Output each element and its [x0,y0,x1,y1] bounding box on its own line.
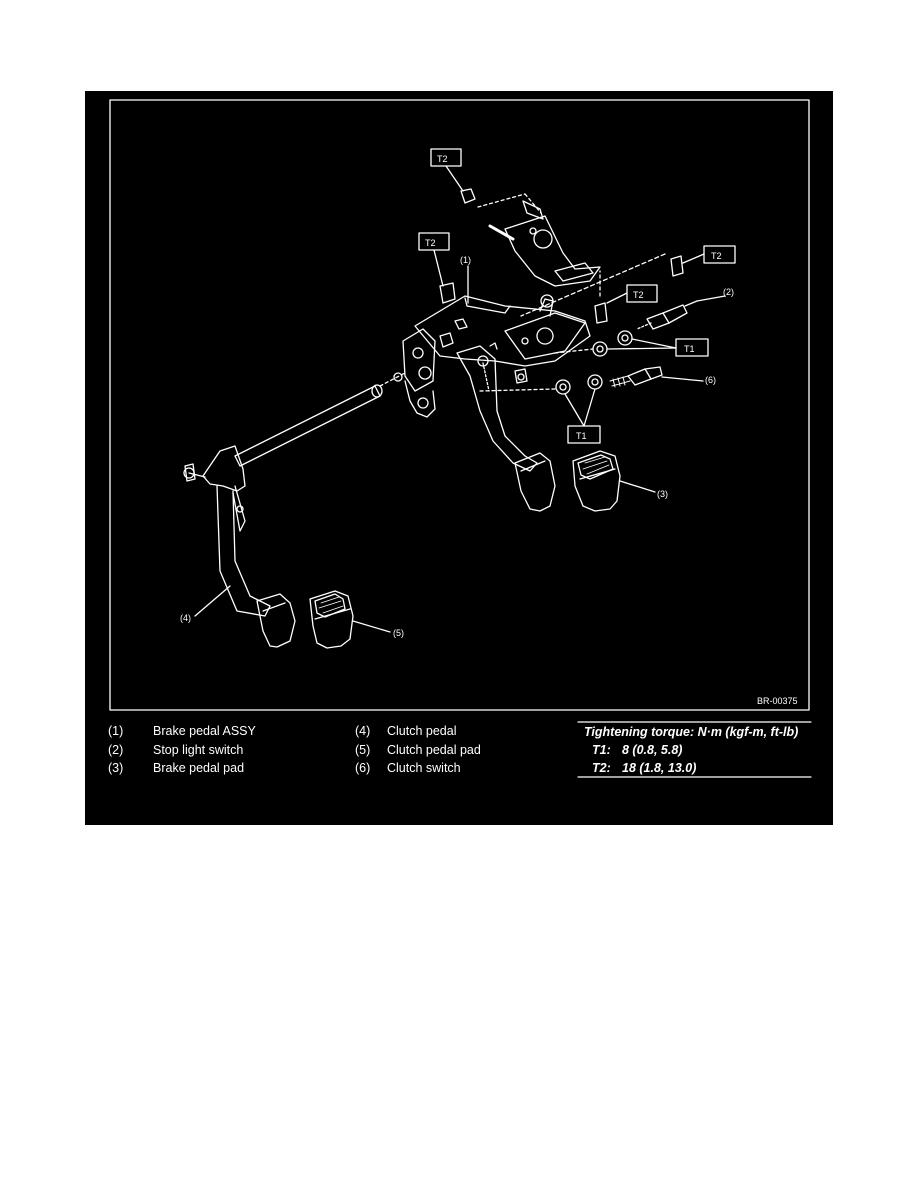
exploded-view-drawing: (1) (2) (3) (4) (5) (6) T2 T2 T2 T2 T1 T… [109,99,812,778]
legend-num-2: (2) [108,743,124,757]
callout-5: (5) [393,628,404,638]
t2-nuts [439,188,684,324]
clutch-pedal-pad [309,590,354,649]
t2-tag-mid-label: T2 [633,290,644,300]
callout-leaders [194,265,726,633]
torque-key-t2: T2: [592,761,611,775]
legend-label-5: Clutch pedal pad [387,743,481,757]
legend-num-5: (5) [355,743,371,757]
callout-1: (1) [460,255,471,265]
legend-label-3: Brake pedal pad [153,761,245,775]
callout-6: (6) [705,375,716,385]
legend-num-4: (4) [355,724,371,738]
drawing-frame [109,99,810,711]
t2-tag-top-label: T2 [437,154,448,164]
clutch-pedal [183,445,296,648]
t1-tag-bottom-label: T1 [576,431,587,441]
t2-tag-right-label: T2 [711,251,722,261]
legend-label-6: Clutch switch [387,761,461,775]
torque-key-t1: T1: [592,743,611,757]
figure-code: BR-00375 [757,696,798,706]
torque-value-t2: 18 (1.8, 13.0) [622,761,697,775]
torque-value-t1: 8 (0.8, 5.8) [622,743,683,757]
pivot-shaft [234,372,406,467]
callout-2: (2) [723,287,734,297]
callout-3: (3) [657,489,668,499]
callout-4: (4) [180,613,191,623]
brake-pedal-arm [456,345,556,512]
legend-num-6: (6) [355,761,371,775]
t2-tag-left-label: T2 [425,238,436,248]
legend-label-2: Stop light switch [153,743,244,757]
legend-num-3: (3) [108,761,124,775]
torque-title: Tightening torque: N·m (kgf-m, ft-lb) [584,725,799,739]
stop-light-switch [636,300,698,330]
legend-num-1: (1) [108,724,124,738]
mounting-bracket [477,193,601,287]
legend-label-1: Brake pedal ASSY [153,724,256,738]
clutch-switch [609,366,663,388]
brake-pedal-pad [572,450,621,512]
torque-tags [418,148,736,444]
legend-label-4: Clutch pedal [387,724,457,738]
t1-nuts [479,330,633,395]
pedal-assembly-figure: (1) (2) (3) (4) (5) (6) T2 T2 T2 T2 T1 T… [85,91,833,825]
t1-tag-right-label: T1 [684,344,695,354]
